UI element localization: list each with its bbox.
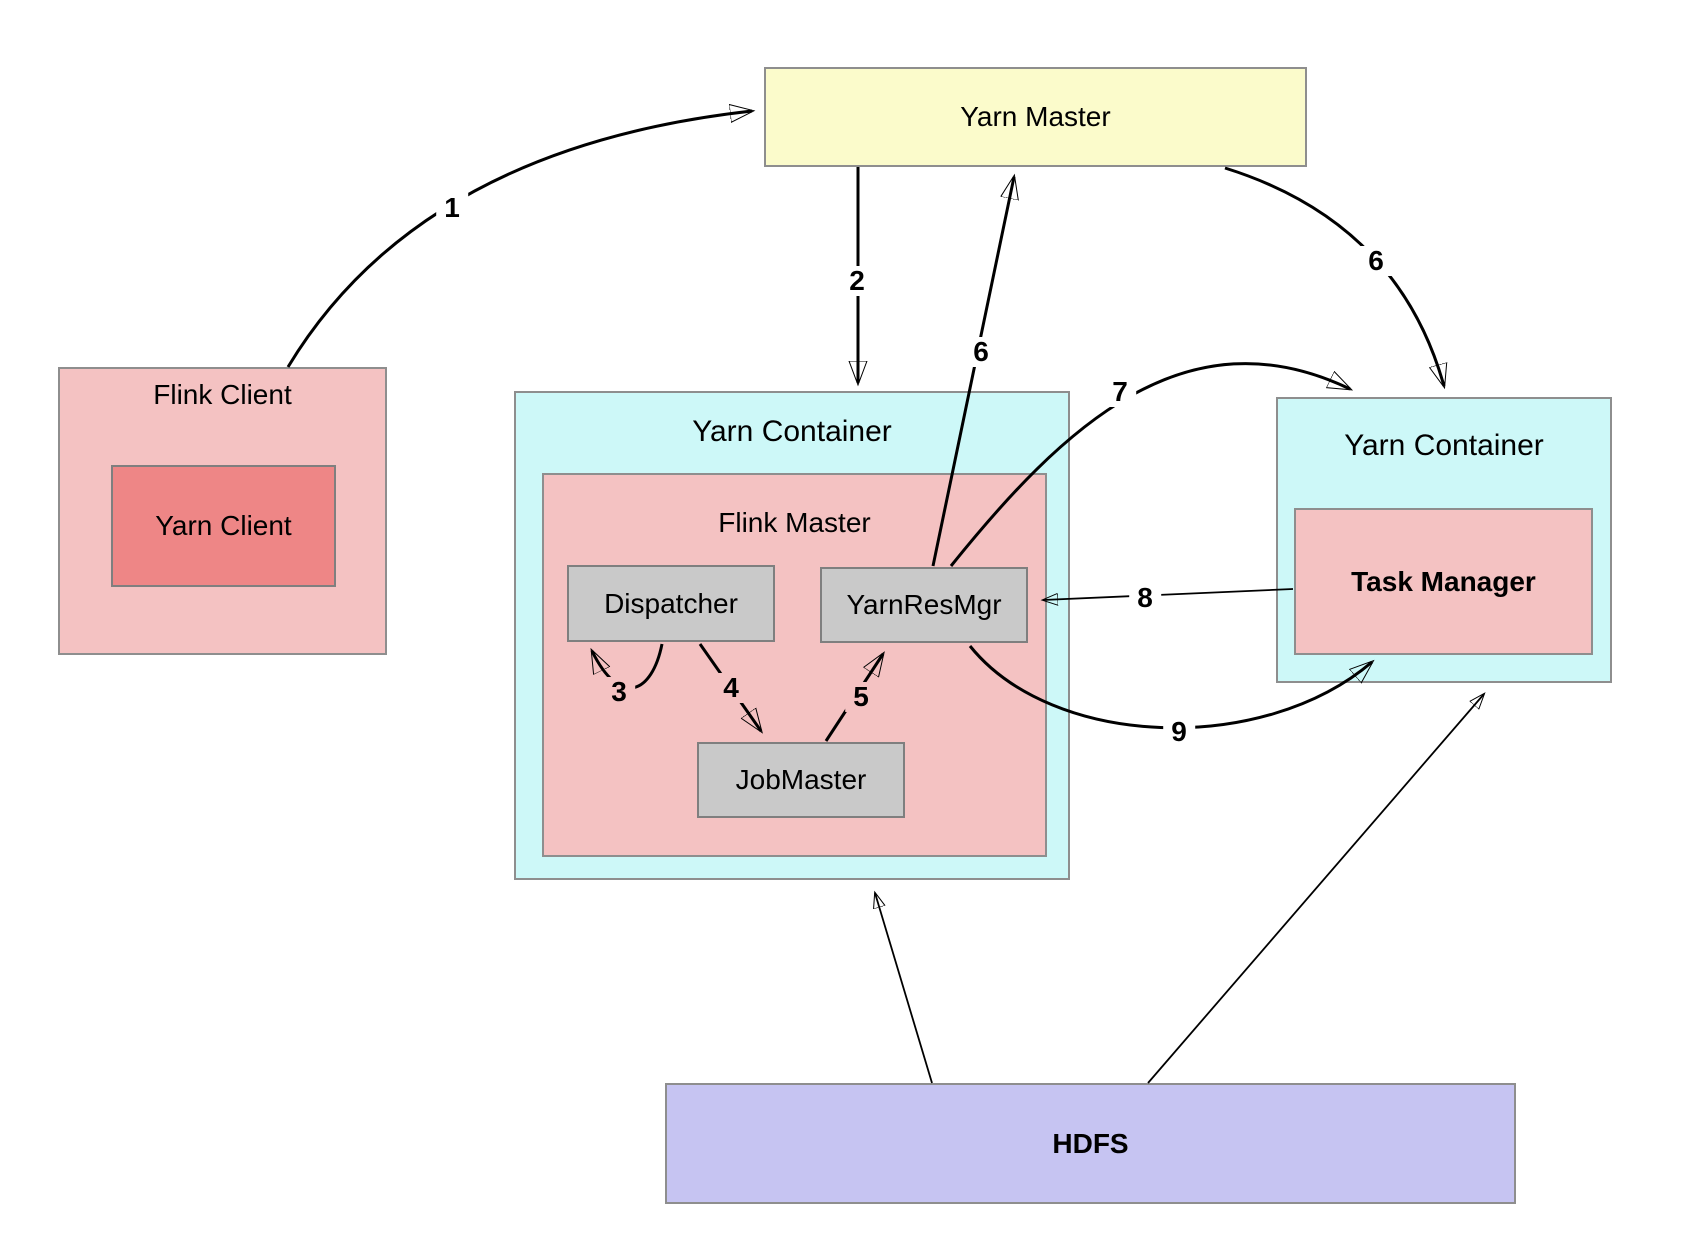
edge-6-yarnmaster-to-container xyxy=(1224,166,1444,386)
edge-1-flinkclient-to-yarnmaster xyxy=(286,111,752,368)
edge-label-2: 2 xyxy=(841,266,873,296)
edge-label-4: 4 xyxy=(715,673,747,703)
dispatcher-node: Dispatcher xyxy=(567,565,775,642)
yarn-res-mgr-node: YarnResMgr xyxy=(820,567,1028,643)
yarn-master-node: Yarn Master xyxy=(764,67,1307,167)
yarn-client-node: Yarn Client xyxy=(111,465,336,587)
flink-client-label: Flink Client xyxy=(153,379,292,410)
edge-8-taskmanager-to-yarnresmgr xyxy=(1043,588,1294,600)
edge-label-1: 1 xyxy=(436,193,468,223)
yarn-res-mgr-label: YarnResMgr xyxy=(846,589,1002,620)
edge-label-5: 5 xyxy=(845,682,877,712)
job-master-node: JobMaster xyxy=(697,742,905,818)
edge-hdfs-to-master-container xyxy=(875,893,933,1084)
hdfs-label: HDFS xyxy=(1052,1127,1129,1159)
edge-label-6b: 6 xyxy=(1360,246,1392,276)
edge-label-8: 8 xyxy=(1129,583,1161,613)
edge-label-9: 9 xyxy=(1163,717,1195,747)
job-master-label: JobMaster xyxy=(735,764,867,795)
edge-hdfs-to-taskmanager-container xyxy=(1147,694,1484,1084)
dispatcher-label: Dispatcher xyxy=(604,587,738,619)
yarn-master-label: Yarn Master xyxy=(960,101,1111,132)
edge-label-3: 3 xyxy=(603,677,635,707)
task-manager-node: Task Manager xyxy=(1294,508,1593,655)
edge-label-6a: 6 xyxy=(965,337,997,367)
yarn-container-taskmanager-label: Yarn Container xyxy=(1344,429,1544,462)
edge-label-7: 7 xyxy=(1104,377,1136,407)
hdfs-node: HDFS xyxy=(665,1083,1516,1204)
flink-master-label: Flink Master xyxy=(718,507,871,538)
yarn-client-label: Yarn Client xyxy=(155,510,292,541)
yarn-container-master-label: Yarn Container xyxy=(692,415,892,448)
task-manager-label: Task Manager xyxy=(1351,565,1536,597)
